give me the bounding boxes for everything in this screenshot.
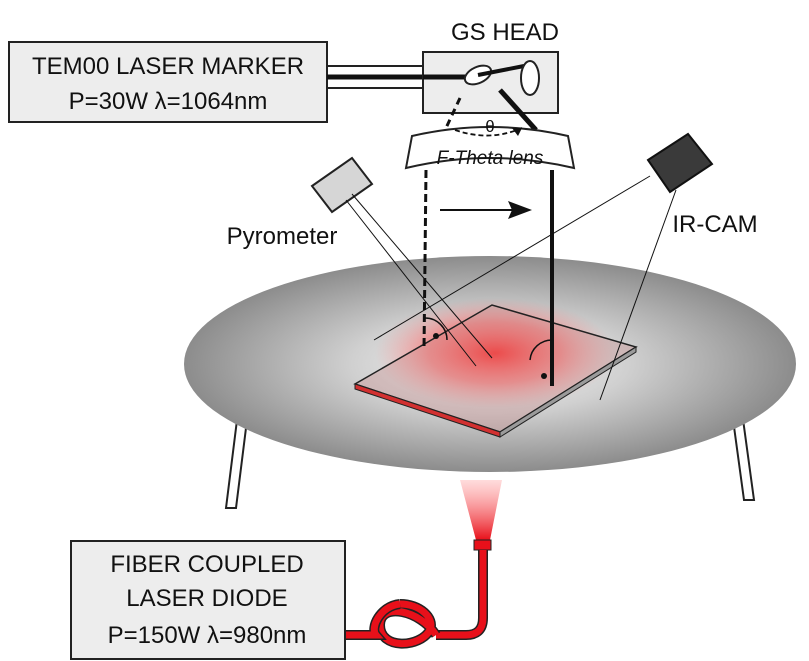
optical-fiber <box>345 539 492 649</box>
right-angle-marker-left <box>424 317 448 341</box>
heated-zone <box>375 298 615 408</box>
scan-angle-arc <box>454 127 523 137</box>
laser-beam-path <box>327 65 423 89</box>
angle-dot-left <box>433 333 439 339</box>
gs-head-label: GS HEAD <box>451 19 559 46</box>
laser-marker-box: TEM00 LASER MARKER P=30W λ=1064nm <box>8 41 328 123</box>
gs-head: GS HEAD <box>422 19 559 132</box>
lens-label: F-Theta lens <box>437 148 544 169</box>
diode-line3: P=150W λ=980nm <box>108 622 307 649</box>
laser-marker-line2: P=30W λ=1064nm <box>69 88 268 115</box>
scan-direction-arrowhead <box>508 201 532 219</box>
laser-marker-line1: TEM00 LASER MARKER <box>32 53 304 80</box>
pyrometer-label: Pyrometer <box>227 223 338 250</box>
ir-camera: IR-CAM <box>373 132 758 401</box>
f-theta-lens: θ F-Theta lens <box>404 117 576 170</box>
galvo-mirror-y <box>520 60 540 96</box>
scan-angle-arrowhead <box>512 128 522 136</box>
angle-dot-right <box>541 373 547 379</box>
sample-plate <box>353 304 638 438</box>
diode-line2: LASER DIODE <box>126 585 287 612</box>
right-angle-marker-right <box>529 339 553 361</box>
diode-beam-cone <box>460 480 502 540</box>
theta-symbol: θ <box>485 117 494 136</box>
beam-dashed <box>422 169 428 351</box>
pyrometer: Pyrometer <box>227 156 493 367</box>
ir-cam-label: IR-CAM <box>672 211 757 238</box>
laser-diode-box: FIBER COUPLED LASER DIODE P=150W λ=980nm <box>70 540 346 660</box>
diode-line1: FIBER COUPLED <box>110 551 303 578</box>
